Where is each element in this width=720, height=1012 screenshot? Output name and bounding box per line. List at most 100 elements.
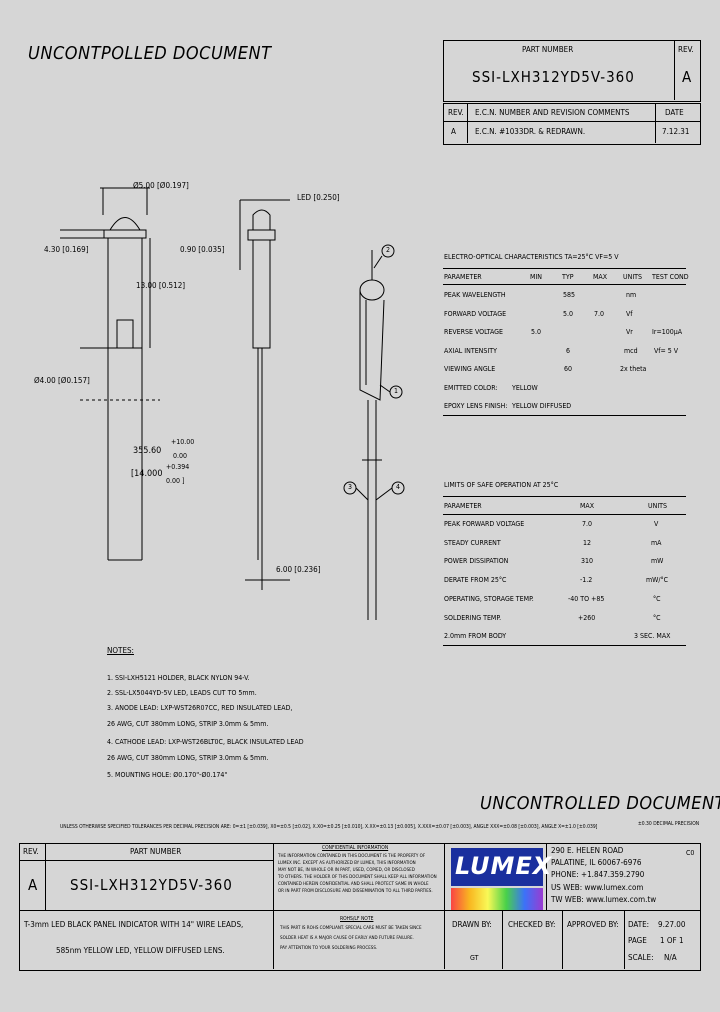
description-line-1: T-3mm LED BLACK PANEL INDICATOR WITH 14"… xyxy=(24,920,244,929)
eo-h-max: MAX xyxy=(593,273,608,281)
dim-14000-tol-top: +0.394 xyxy=(166,463,190,471)
date-col-header: DATE xyxy=(665,108,684,117)
eo-cell: 585 xyxy=(563,291,576,299)
rev-bottom: A xyxy=(28,876,39,894)
dim-35560-tol-top: +10.00 xyxy=(171,438,195,446)
dim-600: 6.00 [0.236] xyxy=(276,565,321,574)
divider xyxy=(443,415,686,416)
lim-cell: STEADY CURRENT xyxy=(444,539,501,547)
lim-h-param: PARAMETER xyxy=(444,502,482,510)
scale-label: SCALE: xyxy=(628,953,654,962)
scale-value: N/A xyxy=(664,953,677,962)
drawn-by: GT xyxy=(470,954,479,962)
rev-col-header: REV. xyxy=(448,108,464,117)
lim-cell: 3 SEC. MAX xyxy=(634,632,671,640)
lim-cell: °C xyxy=(653,595,661,603)
confidential-title: CONFIDENTIAL INFORMATION xyxy=(322,845,389,851)
eo-cell: 6 xyxy=(566,347,571,355)
divider xyxy=(467,103,468,143)
rev-label-bottom: REV. xyxy=(23,847,39,856)
date-value: 9.27.00 xyxy=(658,920,686,929)
title-block-bottom xyxy=(19,843,701,971)
dim-14000-tol-bot: 0.00 ] xyxy=(166,477,185,485)
description-line-2: 585nm YELLOW LED, YELLOW DIFFUSED LENS. xyxy=(56,946,225,955)
eo-cell: REVERSE VOLTAGE xyxy=(444,328,504,336)
lim-cell: POWER DISSIPATION xyxy=(444,557,509,565)
address-line: 290 E. HELEN ROAD xyxy=(551,846,624,855)
divider xyxy=(655,103,656,143)
lim-cell: OPERATING, STORAGE TEMP. xyxy=(444,595,534,603)
note-line: 3. ANODE LEAD: LXP-WST26R07CC, RED INSUL… xyxy=(107,704,293,712)
confidential-line: LUMEX INC. EXCEPT AS AUTHORIZED BY LUMEX… xyxy=(278,861,416,866)
divider xyxy=(502,910,503,969)
part-number-top: SSI-LXH312YD5V-360 xyxy=(472,68,635,86)
divider xyxy=(19,910,700,911)
note-line: 26 AWG, CUT 380mm LONG, STRIP 3.0mm & 5m… xyxy=(107,754,269,762)
dim-14000: [14.000 xyxy=(131,469,163,479)
eo-cell: 7.0 xyxy=(594,310,605,318)
eo-h-typ: TYP xyxy=(562,273,574,281)
lim-cell: 7.0 xyxy=(582,520,593,528)
divider xyxy=(562,910,563,969)
eo-cell: AXIAL INTENSITY xyxy=(444,347,497,355)
epoxy-label: EPOXY LENS FINISH: xyxy=(444,402,508,410)
balloon-4: 4 xyxy=(396,483,401,491)
divider xyxy=(273,843,274,969)
address-line: TW WEB: www.lumex.com.tw xyxy=(551,895,657,904)
balloon-2: 2 xyxy=(386,246,391,254)
notes-title: NOTES: xyxy=(107,646,134,655)
eo-h-min: MIN xyxy=(530,273,543,281)
dim-dia-500: Ø5.00 [Ø0.197] xyxy=(133,181,189,190)
lim-cell: DERATE FROM 25°C xyxy=(444,576,507,584)
address-line: PALATINE, IL 60067-6976 xyxy=(551,858,642,867)
title-block-top xyxy=(443,40,701,102)
address-line: US WEB: www.lumex.com xyxy=(551,883,644,892)
page-label: PAGE xyxy=(628,936,647,945)
drawn-by-label: DRAWN BY: xyxy=(452,920,492,929)
dim-1300: 13.00 [0.512] xyxy=(136,281,186,290)
checked-by-label: CHECKED BY: xyxy=(508,920,556,929)
note-line: 4. CATHODE LEAD: LXP-WST26BLT0C, BLACK I… xyxy=(107,738,304,746)
tolerance-line: UNLESS OTHERWISE SPECIFIED TOLERANCES PE… xyxy=(60,824,598,830)
eo-cell: 2x theta xyxy=(620,365,647,373)
rohs-title: ROHS/LF NOTE xyxy=(340,916,374,922)
divider xyxy=(19,860,274,861)
dim-35560: 355.60 xyxy=(133,446,162,456)
divider xyxy=(443,496,686,497)
note-line: 26 AWG, CUT 380mm LONG, STRIP 3.0mm & 5m… xyxy=(107,720,269,728)
lim-h-units: UNITS xyxy=(648,502,668,510)
divider xyxy=(443,121,700,122)
divider xyxy=(443,268,686,269)
epoxy-finish: YELLOW DIFFUSED xyxy=(512,402,572,410)
divider xyxy=(444,843,445,969)
uncontrolled-title-top: UNCONTPOLLED DOCUMENT xyxy=(28,43,272,64)
part-number-bottom: SSI-LXH312YD5V-360 xyxy=(70,876,233,894)
page-value: 1 OF 1 xyxy=(660,936,684,945)
eo-cell: Vr xyxy=(626,328,633,336)
divider xyxy=(443,645,686,646)
lim-cell: mW/°C xyxy=(646,576,669,584)
lim-h-max: MAX xyxy=(580,502,595,510)
part-number-label-bottom: PART NUMBER xyxy=(130,847,182,856)
eo-cell: mcd xyxy=(624,347,638,355)
divider xyxy=(443,284,686,285)
eo-cell: nm xyxy=(626,291,637,299)
date-label: DATE: xyxy=(628,920,650,929)
confidential-line: TO OTHERS. THE HOLDER OF THIS DOCUMENT S… xyxy=(278,875,437,880)
lim-cell: V xyxy=(654,520,659,528)
note-line: 1. SSI-LXH5121 HOLDER, BLACK NYLON 94-V. xyxy=(107,674,250,682)
lim-cell: mW xyxy=(651,557,664,565)
rohs-line: PAY ATTENTION TO YOUR SOLDERING PROCESS. xyxy=(280,946,378,951)
rev-top: A xyxy=(682,68,693,86)
limits-title: LIMITS OF SAFE OPERATION AT 25°C xyxy=(444,481,559,489)
eo-cell: PEAK WAVELENGTH xyxy=(444,291,506,299)
lim-cell: SOLDERING TEMP. xyxy=(444,614,502,622)
id-tag: C0 xyxy=(686,849,695,857)
eo-h-param: PARAMETER xyxy=(444,273,482,281)
lim-cell: 2.0mm FROM BODY xyxy=(444,632,507,640)
balloon-1: 1 xyxy=(394,387,399,395)
confidential-line: MAY NOT BE, IN WHOLE OR IN PART, USED, C… xyxy=(278,868,415,873)
lim-cell: -1.2 xyxy=(580,576,593,584)
divider xyxy=(546,843,547,910)
